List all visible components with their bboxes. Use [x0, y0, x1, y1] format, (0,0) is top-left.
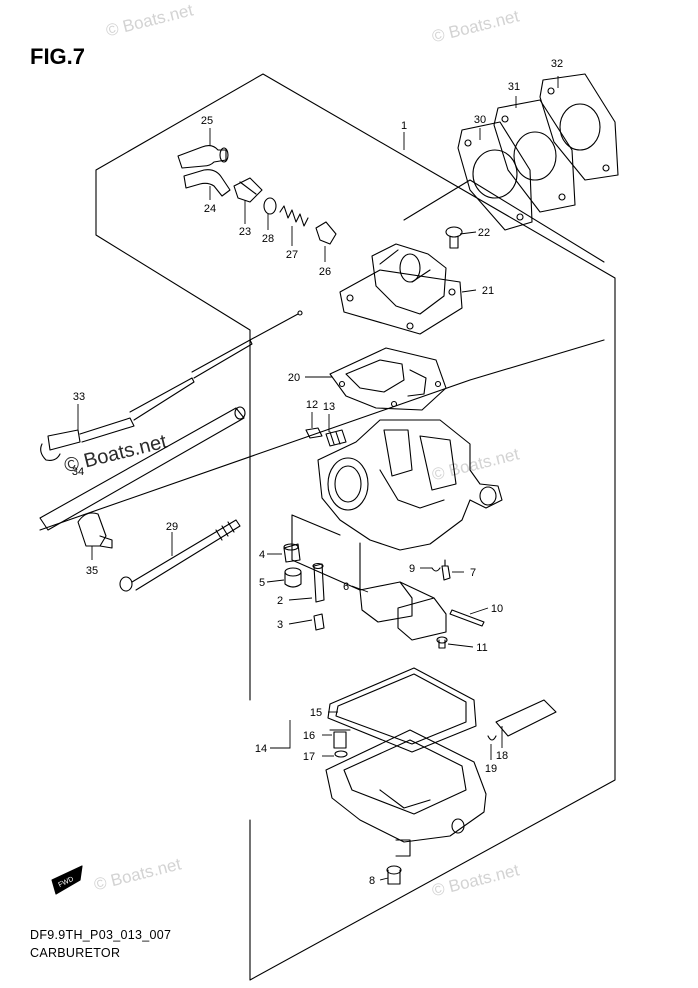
callout-32: 32: [551, 58, 563, 70]
callout-4: 4: [259, 549, 265, 561]
callout-20: 20: [288, 372, 300, 384]
jet-12: [305, 427, 323, 439]
callout-11: 11: [476, 642, 487, 654]
main-jet-3: [313, 613, 325, 631]
intake-gasket-30: [457, 121, 533, 231]
callout-35: 35: [86, 565, 98, 577]
callout-16: 16: [303, 730, 315, 742]
assembly-frame: [95, 73, 616, 981]
callout-2: 2: [277, 595, 283, 607]
callout-19: 19: [485, 763, 497, 775]
callout-13: 13: [323, 401, 335, 413]
diaphragm-gasket-20: [329, 347, 447, 411]
o-ring-28: [263, 197, 277, 215]
callout-14: 14: [255, 743, 267, 755]
figure-name: CARBURETOR: [30, 946, 121, 960]
drain-hose-18: [495, 699, 557, 737]
screw-8: [386, 865, 402, 885]
callout-31: 31: [508, 81, 520, 93]
emulsion-tube-2: [312, 562, 325, 603]
callout-7: 7: [470, 567, 476, 579]
callout-21: 21: [482, 285, 494, 297]
callout-33: 33: [73, 391, 85, 403]
figure-title: FIG.7: [30, 44, 86, 69]
callout-22: 22: [478, 227, 490, 239]
jet-holder-4: [283, 543, 301, 563]
bolt-29: [119, 519, 241, 592]
callout-15: 15: [310, 707, 322, 719]
fitting-23: [233, 177, 263, 203]
clip-9: [431, 567, 441, 572]
clip-19: [487, 735, 497, 741]
callout-25: 25: [201, 115, 213, 127]
cable-sleeve-34: [39, 406, 246, 531]
screw-11: [436, 636, 448, 649]
callout-30: 30: [474, 114, 486, 126]
callout-1: 1: [401, 120, 407, 132]
float-bowl-14: [325, 729, 487, 857]
choke-cable-33: [40, 310, 303, 461]
assembly-frame-inner: [403, 179, 605, 263]
gasket-17: [334, 750, 348, 758]
figure-code: DF9.9TH_P03_013_007: [30, 928, 172, 942]
screw-22: [445, 226, 463, 249]
jet-13: [325, 429, 347, 447]
callout-28: 28: [262, 233, 274, 245]
callout-3: 3: [277, 619, 283, 631]
callout-27: 27: [286, 249, 298, 261]
cap-5: [284, 567, 302, 588]
callout-9: 9: [409, 563, 415, 575]
float-pin-10: [449, 609, 485, 627]
fuel-hose-24: [183, 169, 231, 197]
callout-17: 17: [303, 751, 315, 763]
callout-34: 34: [72, 466, 84, 478]
callout-12: 12: [306, 399, 318, 411]
callout-29: 29: [166, 521, 178, 533]
needle-26: [315, 221, 337, 245]
leader-lines: [77, 76, 559, 881]
top-cover-21: [339, 243, 463, 335]
fwd-arrow: [51, 865, 83, 895]
float-bowl-gasket-15: [327, 667, 477, 753]
callout-6: 6: [343, 581, 349, 593]
needle-valve-7: [441, 559, 451, 581]
callout-5: 5: [259, 577, 265, 589]
guide-line: [39, 339, 605, 531]
intake-gasket-32: [539, 73, 619, 181]
callout-18: 18: [496, 750, 508, 762]
guide-line: [291, 514, 361, 591]
clamp-35: [77, 512, 113, 549]
callout-8: 8: [369, 875, 375, 887]
insulator-31: [493, 99, 576, 213]
spring-27: [279, 205, 309, 227]
carburetor-body: [317, 419, 503, 551]
callout-10: 10: [491, 603, 503, 615]
callout-23: 23: [239, 226, 251, 238]
callout-26: 26: [319, 266, 331, 278]
fuel-hose-25: [177, 144, 229, 169]
callout-24: 24: [204, 203, 216, 215]
float-6: [359, 581, 447, 641]
drain-screw-16: [329, 729, 351, 749]
